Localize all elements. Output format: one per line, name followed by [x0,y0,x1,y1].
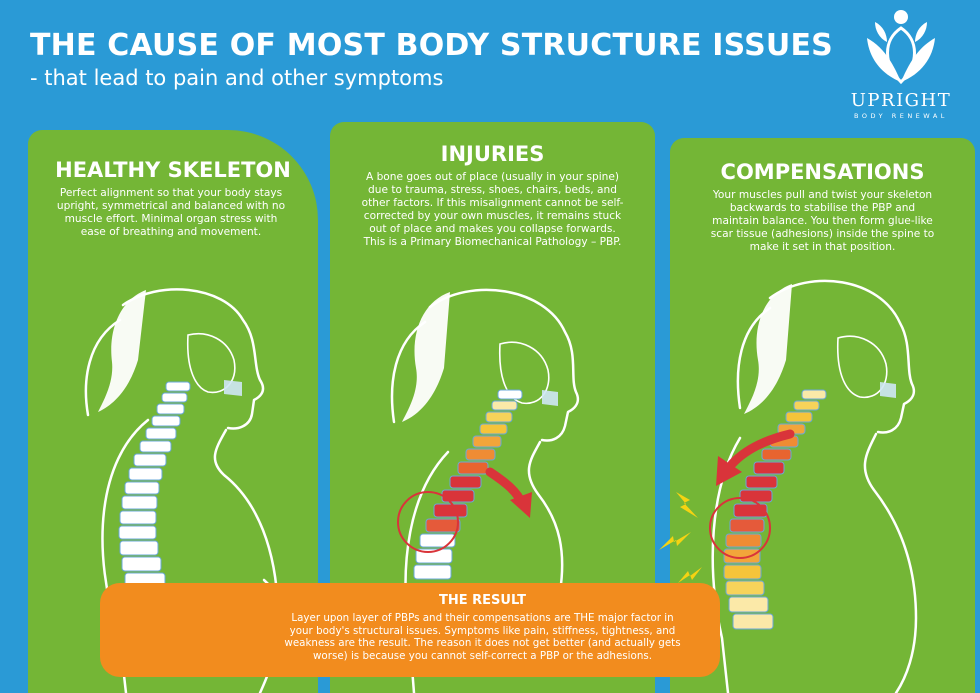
lightning-bolt-icon [676,492,698,518]
lotus-spine-icon [867,10,935,85]
injuries-description: A bone goes out of place (usually in you… [361,171,624,248]
healthy-skeleton-description: Perfect alignment so that your body stay… [56,187,286,238]
result-description: Layer upon layer of PBPs and their compe… [284,612,681,662]
lightning-bolt-icon [678,567,702,583]
result-content: THE RESULT Layer upon layer of PBPs and … [245,583,720,677]
compensations-description: Your muscles pull and twist your skeleto… [710,189,935,253]
result-box: THE RESULT Layer upon layer of PBPs and … [100,583,720,677]
compensations-heading: COMPENSATIONS [720,160,925,184]
healthy-skeleton-heading: HEALTHY SKELETON [55,158,291,182]
result-heading: THE RESULT [439,593,526,608]
logo-name: UPRIGHT [850,90,952,111]
lightning-bolt-icon [659,532,691,550]
compensations-panel: COMPENSATIONS Your muscles pull and twis… [670,138,975,693]
upright-logo: UPRIGHT BODY RENEWAL [836,8,966,132]
compensating-figure-illustration [709,279,918,693]
page-subtitle: - that lead to pain and other symptoms [30,66,444,90]
logo-tagline: BODY RENEWAL [854,112,948,120]
injuries-heading: INJURIES [440,142,545,166]
injured-figure-illustration [390,288,580,693]
page-title: THE CAUSE OF MOST BODY STRUCTURE ISSUES [30,28,833,63]
